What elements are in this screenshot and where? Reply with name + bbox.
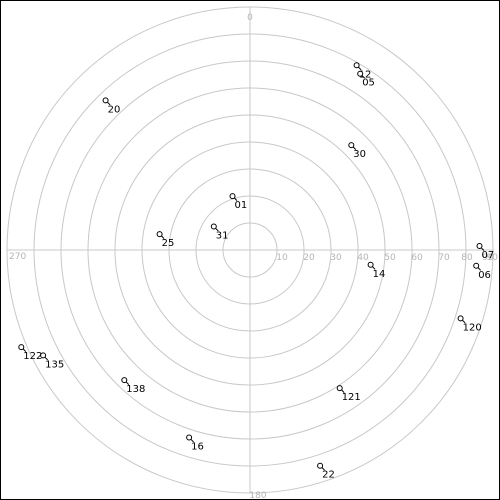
satellite-marker: [102, 97, 109, 104]
satellite-leader: [44, 356, 48, 361]
satellite-marker: [186, 434, 193, 441]
elevation-ring-label: 70: [438, 253, 450, 263]
satellite-label: 120: [463, 322, 482, 333]
satellite-leader: [341, 389, 345, 393]
satellite-leader: [215, 227, 219, 232]
satellite-label: 05: [362, 78, 375, 89]
satellite-label: 121: [342, 392, 361, 403]
satellite-leader: [161, 235, 165, 239]
satellite-marker: [40, 352, 47, 359]
azimuth-label-south: 180: [249, 491, 266, 500]
satellite-138: 138: [121, 377, 145, 395]
satellite-label: 06: [478, 270, 491, 281]
satellite-marker: [457, 315, 464, 322]
satellite-14: 14: [367, 261, 386, 280]
satellite-121: 121: [336, 385, 361, 403]
azimuth-label-west: 270: [9, 252, 26, 262]
satellite-label: 138: [126, 384, 145, 395]
elevation-ring-label: 50: [384, 253, 396, 263]
satellite-label: 01: [235, 200, 248, 211]
satellite-label: 12: [359, 69, 372, 80]
elevation-ring-label: 40: [357, 253, 369, 263]
elevation-ring-label: 10: [276, 253, 288, 263]
satellite-leader: [321, 467, 325, 471]
satellite-marker: [353, 62, 360, 69]
satellite-leader: [190, 438, 194, 443]
satellite-marker: [156, 231, 163, 238]
satellite-12: 12: [353, 62, 372, 80]
satellite-120: 120: [457, 315, 482, 333]
satellite-marker: [473, 262, 480, 269]
satellite-leader: [352, 146, 357, 150]
satellite-25: 25: [156, 231, 175, 249]
satellite-label: 122: [23, 351, 42, 362]
elevation-ring-label: 60: [411, 253, 423, 263]
satellite-05: 05: [357, 70, 375, 89]
satellite-06: 06: [473, 262, 491, 281]
satellite-marker: [121, 377, 128, 384]
satellite-leader: [233, 197, 238, 201]
satellite-07: 07: [476, 243, 495, 261]
satellite-leader: [107, 101, 111, 106]
satellite-16: 16: [186, 434, 204, 453]
satellite-leader: [125, 381, 130, 385]
elevation-ring-label: 20: [303, 253, 315, 263]
satellite-label: 25: [162, 238, 175, 249]
elevation-ring-label: 80: [461, 253, 473, 263]
satellite-marker: [317, 462, 324, 469]
satellite-label: 14: [373, 269, 386, 280]
satellite-leader: [358, 66, 362, 71]
satellite-leader: [22, 348, 27, 352]
satellite-label: 20: [108, 104, 121, 115]
satellite-marker: [476, 243, 483, 249]
satellite-leader: [361, 75, 366, 79]
satellite-135: 135: [40, 352, 64, 370]
satellite-marker: [348, 142, 355, 149]
satellite-122: 122: [18, 344, 42, 362]
satellite-22: 22: [317, 462, 335, 481]
satellite-label: 22: [322, 470, 335, 481]
satellite-marker: [18, 344, 25, 351]
satellite-label: 16: [191, 442, 204, 453]
satellite-label: 07: [482, 250, 495, 261]
satellite-label: 135: [45, 359, 64, 370]
azimuth-label-north: 0: [247, 13, 253, 23]
skyplot-grid: 0 180 270 90 10 20 30 40 50 60 70 80 90: [6, 6, 499, 500]
satellite-leader: [462, 319, 466, 324]
satellite-20: 20: [102, 97, 121, 115]
satellite-marker: [229, 193, 236, 200]
satellite-marker: [357, 70, 364, 77]
satellite-label: 31: [216, 231, 229, 242]
satellite-30: 30: [348, 142, 366, 160]
elevation-ring-label: 30: [330, 253, 342, 263]
elevation-ring-label: 90: [482, 253, 494, 263]
azimuth-label-east: 90: [487, 253, 499, 263]
satellite-label: 30: [353, 149, 366, 160]
satellite-marker: [210, 223, 217, 230]
satellite-marker: [336, 385, 343, 392]
satellite-leader: [372, 266, 376, 270]
satellite-31: 31: [210, 223, 229, 242]
satellite-leader: [480, 247, 485, 251]
satellite-marker: [367, 261, 374, 268]
satellite-01: 01: [229, 193, 248, 211]
satellite-leader: [477, 267, 482, 271]
